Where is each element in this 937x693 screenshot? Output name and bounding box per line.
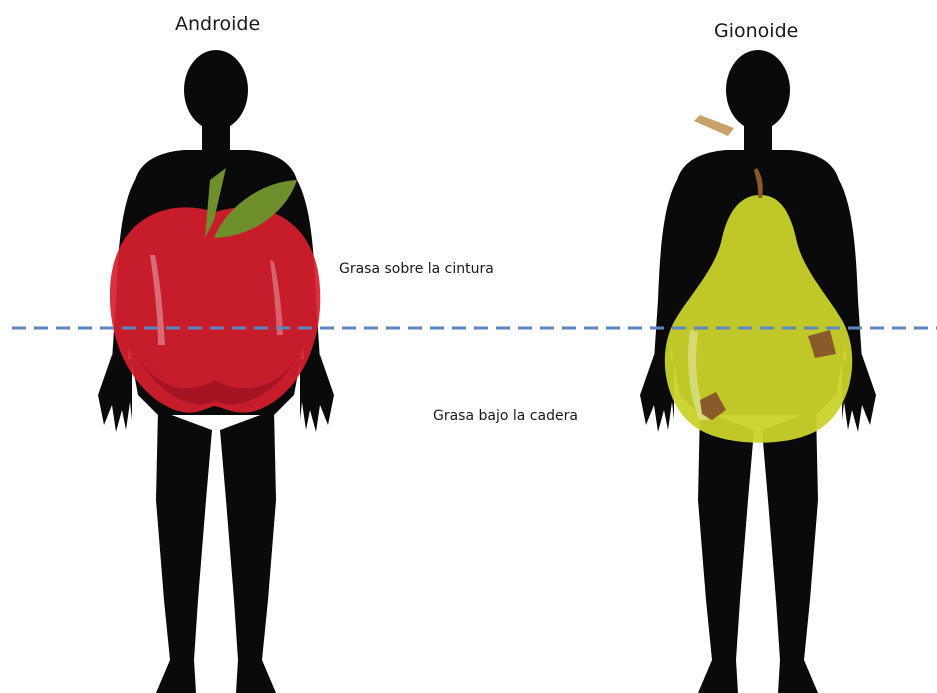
- left-figure: [98, 50, 334, 693]
- gynoid-title: Gionoide: [714, 20, 798, 42]
- right-figure: [640, 50, 876, 693]
- fat-below-hip-label: Grasa bajo la cadera: [433, 408, 578, 424]
- android-title: Androide: [175, 13, 260, 35]
- fat-above-waist-label: Grasa sobre la cintura: [339, 261, 494, 277]
